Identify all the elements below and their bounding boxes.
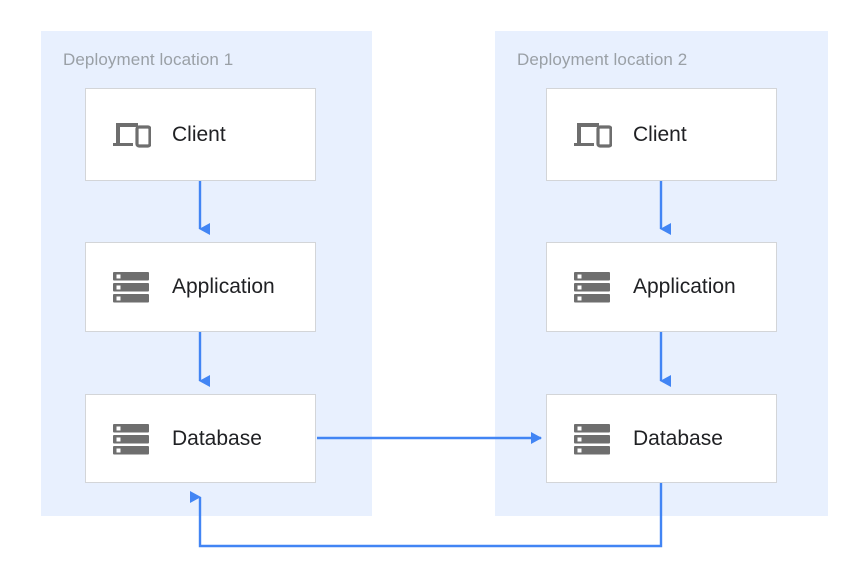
server-icon — [108, 264, 154, 310]
node-label-database-1: Database — [172, 426, 262, 450]
node-label-application-2: Application — [633, 275, 736, 298]
node-application-2[interactable]: Application — [546, 242, 777, 332]
zone-label-1: Deployment location 1 — [63, 50, 234, 69]
node-database-1[interactable]: Database — [85, 394, 316, 483]
node-label-database-2: Database — [633, 426, 723, 450]
server-icon — [569, 264, 615, 310]
zone-label-2: Deployment location 2 — [517, 50, 688, 69]
node-label-client-1: Client — [172, 122, 226, 146]
server-icon — [569, 416, 615, 462]
node-application-1[interactable]: Application — [85, 242, 316, 332]
node-label-application-1: Application — [172, 275, 275, 298]
node-label-client-2: Client — [633, 122, 687, 146]
server-icon — [108, 416, 154, 462]
devices-icon — [108, 112, 154, 158]
node-database-2[interactable]: Database — [546, 394, 777, 483]
node-client-2[interactable]: Client — [546, 88, 777, 181]
node-client-1[interactable]: Client — [85, 88, 316, 181]
devices-icon — [569, 112, 615, 158]
